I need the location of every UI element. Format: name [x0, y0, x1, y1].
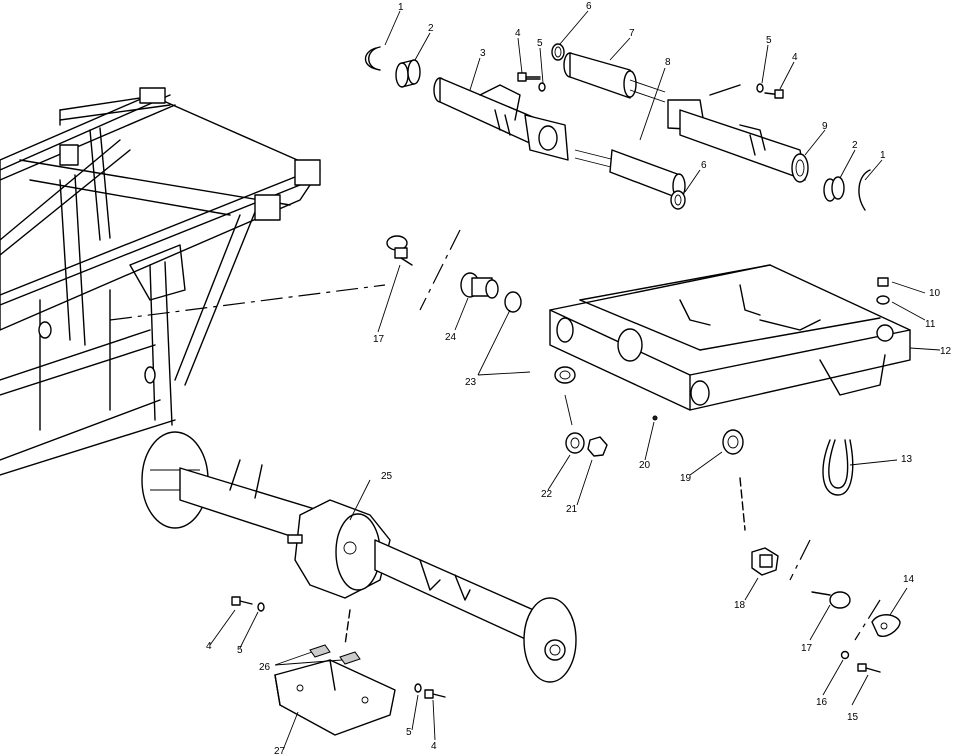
callout-23: 23 [465, 377, 477, 388]
bolt-part-4-lower-left [231, 596, 253, 606]
callout-2: 2 [428, 23, 434, 34]
seal-part-6-mid [670, 190, 686, 210]
bushing-part-2-right [823, 176, 845, 202]
nut-part-10 [877, 277, 889, 287]
callout-22: 22 [541, 489, 553, 500]
washer-part-5-top [538, 82, 546, 92]
snap-ring-part-1 [368, 46, 381, 71]
callout-4: 4 [792, 52, 798, 63]
fitting-part-20 [652, 415, 658, 421]
washer-part-22 [565, 432, 585, 454]
callout-6: 6 [586, 1, 592, 12]
bolt-part-4-right [764, 89, 784, 99]
pivot-tube-part-9 [667, 99, 809, 183]
callout-18: 18 [734, 600, 746, 611]
bolt-part-4-lower-mid [424, 689, 446, 699]
callout-13: 13 [901, 454, 913, 465]
callout-8: 8 [665, 57, 671, 68]
callout-4: 4 [515, 28, 521, 39]
callout-9: 9 [822, 121, 828, 132]
callout-24: 24 [445, 332, 457, 343]
spline-shaft-part-8 [574, 149, 686, 199]
callout-labels: 1 2 3 4 5 6 7 8 5 4 9 2 1 6 10 11 12 13 … [206, 1, 952, 756]
callout-26: 26 [259, 662, 271, 673]
callout-16: 16 [816, 697, 828, 708]
decal-part-26 [309, 644, 361, 665]
callout-7: 7 [629, 28, 635, 39]
callout-17: 17 [373, 334, 385, 345]
callout-5: 5 [537, 38, 543, 49]
callout-6: 6 [701, 160, 707, 171]
swing-arm-part-12 [549, 264, 911, 411]
callout-5: 5 [237, 645, 243, 656]
bushing-part-2 [395, 59, 421, 88]
callout-4: 4 [206, 641, 212, 652]
seal-part-6-top [551, 43, 565, 61]
snap-ring-part-1-right [858, 169, 871, 211]
skid-plate-part-27 [274, 659, 396, 736]
shaft-part-17-top [386, 235, 413, 266]
callout-5: 5 [766, 35, 772, 46]
callout-20: 20 [639, 460, 651, 471]
callout-17: 17 [801, 643, 813, 654]
callout-12: 12 [940, 346, 952, 357]
callout-27: 27 [274, 746, 286, 756]
bolt-part-4-top [517, 72, 541, 82]
callout-25: 25 [381, 471, 393, 482]
callout-2: 2 [852, 140, 858, 151]
bearing-part-23-top [504, 291, 522, 313]
bushing-part-19 [722, 429, 744, 455]
washer-part-5-right [756, 83, 764, 93]
rear-axle-assembly-part-25 [141, 431, 577, 683]
pivot-tube-part-3 [433, 77, 569, 161]
washer-part-5-lower-left [257, 602, 265, 612]
callout-4: 4 [431, 741, 437, 752]
vehicle-frame [0, 87, 321, 476]
bolt-part-15 [857, 663, 881, 673]
callout-11: 11 [925, 319, 936, 330]
shaft-part-17-bottom [811, 591, 851, 609]
plate-part-14 [871, 614, 901, 637]
callout-15: 15 [847, 712, 859, 723]
callout-3: 3 [480, 48, 486, 59]
bearing-part-24 [460, 272, 499, 299]
washer-part-5-lower-mid [414, 683, 422, 693]
bearing-part-18 [751, 547, 779, 576]
callout-21: 21 [566, 504, 578, 515]
bearing-part-23-bottom [554, 366, 576, 384]
washer-part-16 [840, 650, 850, 660]
washer-part-11 [876, 295, 890, 305]
callout-5: 5 [406, 727, 412, 738]
callout-19: 19 [680, 473, 692, 484]
callout-1: 1 [398, 2, 404, 13]
callout-1: 1 [880, 150, 886, 161]
callout-10: 10 [929, 288, 941, 299]
nut-part-21 [587, 436, 608, 457]
sleeve-part-7 [563, 52, 666, 103]
callout-14: 14 [903, 574, 915, 585]
leader-lines [209, 10, 941, 751]
